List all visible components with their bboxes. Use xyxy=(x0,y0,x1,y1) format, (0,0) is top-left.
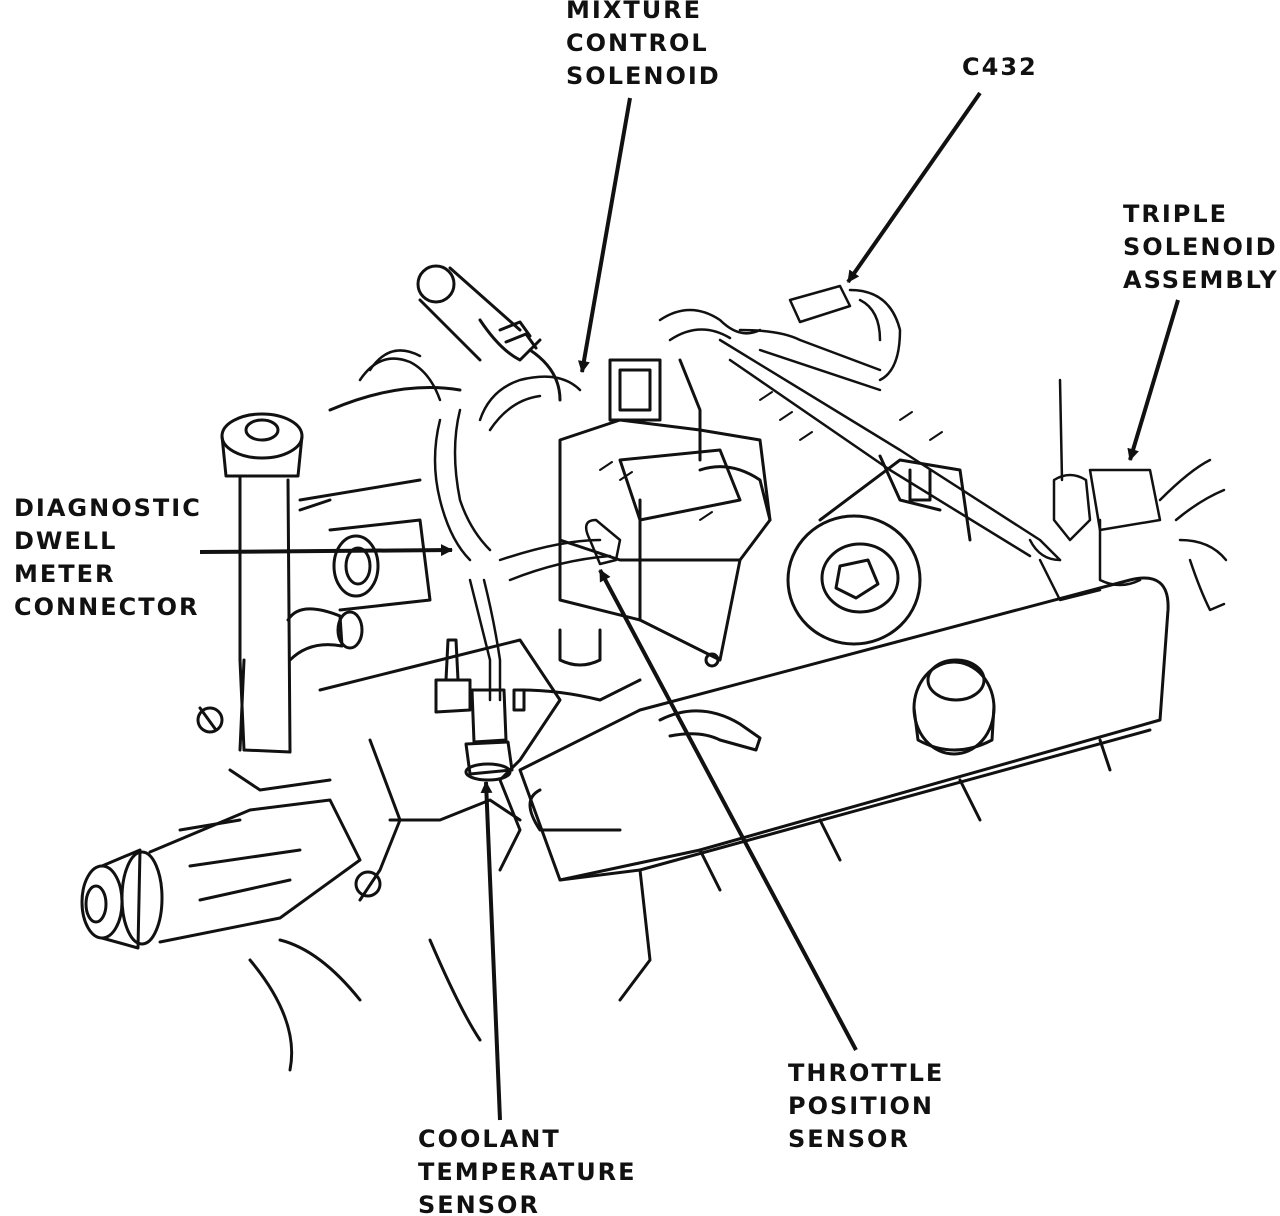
label-triple-solenoid-assembly: TRIPLE SOLENOID ASSEMBLY xyxy=(1123,198,1279,297)
label-line: C432 xyxy=(962,53,1038,81)
label-line: TEMPERATURE xyxy=(418,1158,637,1186)
valve-cover-right xyxy=(518,576,1170,1002)
left-manifold xyxy=(298,386,462,612)
upper-hose xyxy=(416,264,562,402)
egr-valve xyxy=(786,454,972,646)
arrow-dwell-meter-connector xyxy=(199,544,453,557)
arrow-throttle-position-sensor xyxy=(598,569,858,1051)
water-pump xyxy=(80,706,362,950)
arrow-triple-solenoid xyxy=(1127,299,1180,461)
coolant-sensor-body xyxy=(434,638,526,782)
label-line: TRIPLE xyxy=(1123,200,1229,228)
label-throttle-position-sensor: THROTTLE POSITION SENSOR xyxy=(788,1057,944,1156)
label-coolant-temperature-sensor: COOLANT TEMPERATURE SENSOR xyxy=(418,1123,637,1216)
wiring-harness xyxy=(358,284,1228,702)
label-diagnostic-dwell-meter-connector: DIAGNOSTIC DWELL METER CONNECTOR xyxy=(14,492,202,624)
label-line: SOLENOID xyxy=(1123,233,1278,261)
label-line: MIXTURE xyxy=(566,0,703,24)
label-line: DWELL xyxy=(14,527,118,555)
label-line: DIAGNOSTIC xyxy=(14,494,202,522)
arrow-coolant-sensor xyxy=(480,781,502,1121)
label-line: CONNECTOR xyxy=(14,593,200,621)
harness-clip xyxy=(658,709,762,752)
cylinder-head-left xyxy=(248,638,562,1072)
label-line: THROTTLE xyxy=(788,1059,945,1087)
label-c432: C432 xyxy=(962,51,1038,84)
label-line: COOLANT xyxy=(418,1125,561,1153)
oil-filler-tube xyxy=(220,412,364,754)
leader-arrows xyxy=(199,91,1180,1121)
label-line: SOLENOID xyxy=(566,62,721,90)
label-line: SENSOR xyxy=(788,1125,910,1153)
arrow-c432 xyxy=(846,91,982,284)
label-mixture-control-solenoid: MIXTURE CONTROL SOLENOID xyxy=(566,0,721,93)
label-line: CONTROL xyxy=(566,29,709,57)
label-line: SENSOR xyxy=(418,1191,540,1216)
arrow-mixture-control-solenoid xyxy=(577,97,632,373)
carburetor xyxy=(518,358,772,702)
label-line: POSITION xyxy=(788,1092,934,1120)
label-line: METER xyxy=(14,560,116,588)
detail-hatching xyxy=(599,391,943,521)
label-line: ASSEMBLY xyxy=(1123,266,1279,294)
